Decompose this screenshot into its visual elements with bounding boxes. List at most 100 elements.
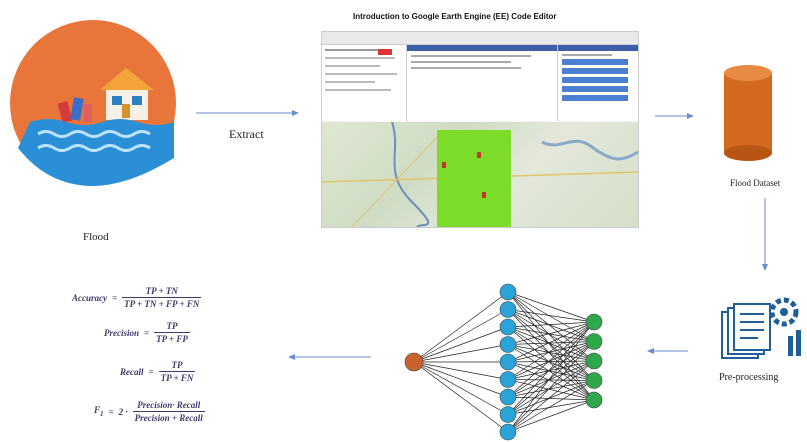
precision-num: TP (166, 321, 178, 331)
nn-edge (413, 344, 509, 363)
nn-edge (507, 309, 595, 362)
nn-edge (507, 326, 595, 381)
nn-edge (413, 326, 509, 363)
arrow-extract (196, 110, 299, 116)
f1-num: Precision· Recall (137, 400, 201, 410)
nn-edge (507, 309, 595, 381)
nn-hidden-node (499, 353, 517, 371)
nn-output-node (585, 313, 603, 331)
nn-edge (507, 396, 595, 401)
nn-edge (507, 399, 595, 415)
nn-edge (507, 326, 595, 401)
arrow-to-metrics (288, 354, 371, 360)
nn-edge (507, 326, 595, 362)
nn-edge (507, 321, 595, 380)
ee-screenshot (321, 31, 639, 228)
dataset-label: Flood Dataset (730, 178, 781, 188)
nn-edge (507, 321, 595, 433)
accuracy-num: TP + TN (145, 286, 178, 296)
nn-edge (507, 379, 595, 381)
nn-edge (507, 321, 595, 328)
nn-input-node (404, 352, 424, 372)
nn-edge (507, 326, 595, 342)
nn-edge (507, 341, 595, 345)
nn-edge (413, 361, 509, 398)
nn-hidden-node (499, 371, 517, 388)
preprocessing-label: Pre-processing (719, 372, 779, 383)
nn-edge (507, 360, 595, 398)
nn-edge (507, 341, 595, 433)
nn-edge (507, 321, 595, 345)
nn-edge (413, 361, 509, 433)
nn-output-node (585, 352, 603, 370)
nn-edge (413, 361, 509, 380)
f1-name: F (94, 405, 101, 416)
nn-edge (507, 321, 595, 363)
recall-den: TP + FN (160, 373, 194, 383)
nn-edge (507, 291, 595, 342)
flood-illustration (8, 18, 178, 188)
nn-edge (507, 344, 595, 401)
house-icon (100, 68, 154, 120)
gear-icon (769, 297, 799, 327)
arrow-to-dataset (655, 113, 694, 119)
nn-edge (507, 291, 595, 401)
nn-hidden-node (499, 301, 517, 318)
nn-edge (507, 341, 595, 398)
nn-output-node (585, 391, 603, 409)
nn-edge (507, 379, 595, 401)
nn-edge (507, 341, 595, 380)
nn-edge (507, 309, 595, 342)
nn-edge (507, 341, 595, 415)
nn-edge (507, 399, 595, 433)
nn-edge (507, 291, 595, 362)
nn-hidden-node (499, 318, 517, 336)
nn-edge (507, 309, 595, 401)
nn-hidden-node (499, 336, 517, 353)
database-icon (724, 65, 772, 161)
f1-den: Precision + Recall (134, 413, 203, 423)
nn-edge (507, 380, 595, 433)
accuracy-den: TP + TN + FP + FN (124, 299, 200, 309)
nn-hidden-node (499, 388, 517, 406)
nn-hidden-node (499, 406, 517, 423)
preprocessing-icon (721, 297, 801, 359)
nn-edge (507, 360, 595, 363)
nn-edge (507, 361, 595, 401)
nn-hidden-node (499, 423, 517, 441)
recall-num: TP (171, 360, 183, 370)
precision-name: Precision (104, 327, 139, 338)
nn-edge (507, 344, 595, 362)
nn-edge (507, 344, 595, 381)
nn-edge (507, 380, 595, 398)
nn-edge (413, 309, 509, 363)
arrow-to-network (647, 348, 688, 354)
arrow-to-preprocessing (762, 198, 768, 271)
neural-network (404, 283, 603, 441)
nn-hidden-node (499, 283, 517, 301)
nn-edge (413, 291, 509, 363)
precision-den: TP + FP (156, 334, 188, 344)
ee-title: Introduction to Google Earth Engine (EE)… (353, 12, 557, 21)
debris-icon (57, 97, 92, 123)
nn-edge (507, 321, 595, 398)
recall-name: Recall (120, 366, 144, 377)
nn-edge (507, 341, 595, 363)
extract-label: Extract (229, 127, 264, 141)
nn-edge (507, 291, 595, 381)
nn-edge (507, 360, 595, 433)
nn-edge (507, 361, 595, 381)
nn-edge (507, 309, 595, 323)
nn-edge (413, 361, 509, 415)
nn-edge (507, 360, 595, 415)
flood-label: Flood (83, 231, 109, 243)
nn-edge (507, 321, 595, 415)
nn-edge (507, 380, 595, 415)
nn-edge (507, 291, 595, 323)
nn-edge (507, 360, 595, 380)
nn-output-node (585, 372, 603, 389)
